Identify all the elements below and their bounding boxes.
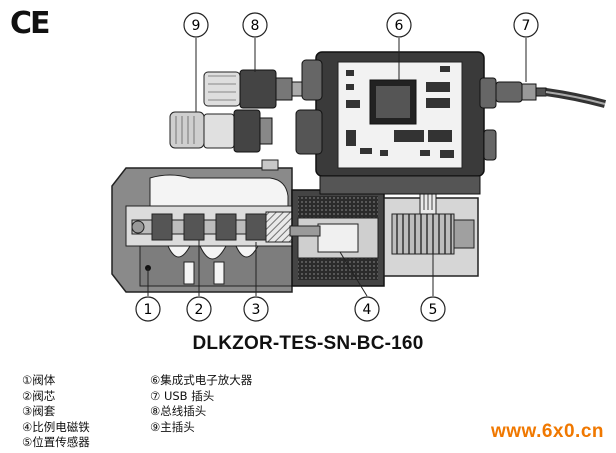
- svg-text:9: 9: [192, 18, 201, 34]
- legend-item-spool: ②阀芯: [22, 388, 56, 403]
- valve-sleeve: [265, 211, 293, 243]
- integral-electronics-housing: [295, 51, 497, 195]
- usb-plug: [495, 81, 607, 108]
- callout-8: 8: [242, 12, 268, 38]
- position-sensor: [383, 187, 479, 277]
- bus-plug: [203, 69, 303, 109]
- callout-3: 3: [243, 296, 269, 322]
- callout-7: 7: [513, 12, 539, 38]
- callout-6: 6: [386, 12, 412, 38]
- svg-text:6: 6: [395, 18, 404, 34]
- legend-item-solenoid: ④比例电磁铁: [22, 419, 90, 434]
- legend-item-usb-plug: ⑦ USB 插头: [150, 388, 215, 403]
- legend-left: ①阀体 ②阀芯 ③阀套 ④比例电磁铁 ⑤位置传感器: [22, 373, 90, 451]
- svg-text:8: 8: [251, 18, 260, 34]
- svg-text:4: 4: [363, 302, 372, 318]
- legend-item-position-sensor: ⑤位置传感器: [22, 435, 90, 449]
- callout-5: 5: [420, 296, 446, 322]
- legend-item-sleeve: ③阀套: [22, 404, 56, 418]
- svg-text:7: 7: [522, 18, 531, 34]
- svg-text:3: 3: [252, 302, 261, 318]
- svg-text:5: 5: [429, 302, 438, 318]
- proportional-solenoid: [289, 189, 385, 287]
- callout-1: 1: [135, 296, 161, 322]
- legend-item-bus-plug: ⑧总线插头: [150, 404, 207, 418]
- callout-2: 2: [186, 296, 212, 322]
- callout-leaders: [147, 38, 527, 297]
- legend-right: ⑥集成式电子放大器 ⑦ USB 插头 ⑧总线插头 ⑨主插头: [150, 373, 252, 435]
- model-title: DLKZOR-TES-SN-BC-160: [192, 333, 424, 354]
- ce-mark-logo: CE: [10, 6, 50, 41]
- svg-text:2: 2: [195, 302, 204, 318]
- callout-9: 9: [183, 12, 209, 38]
- valve-spool: [131, 213, 291, 241]
- legend-item-electronics: ⑥集成式电子放大器: [150, 373, 253, 387]
- main-plug: [169, 109, 273, 153]
- svg-text:1: 1: [144, 302, 153, 318]
- legend-item-valve-body: ①阀体: [22, 373, 56, 387]
- callout-4: 4: [354, 296, 380, 322]
- legend-item-main-plug: ⑨主插头: [150, 419, 195, 434]
- watermark-url: www.6x0.cn: [490, 421, 604, 442]
